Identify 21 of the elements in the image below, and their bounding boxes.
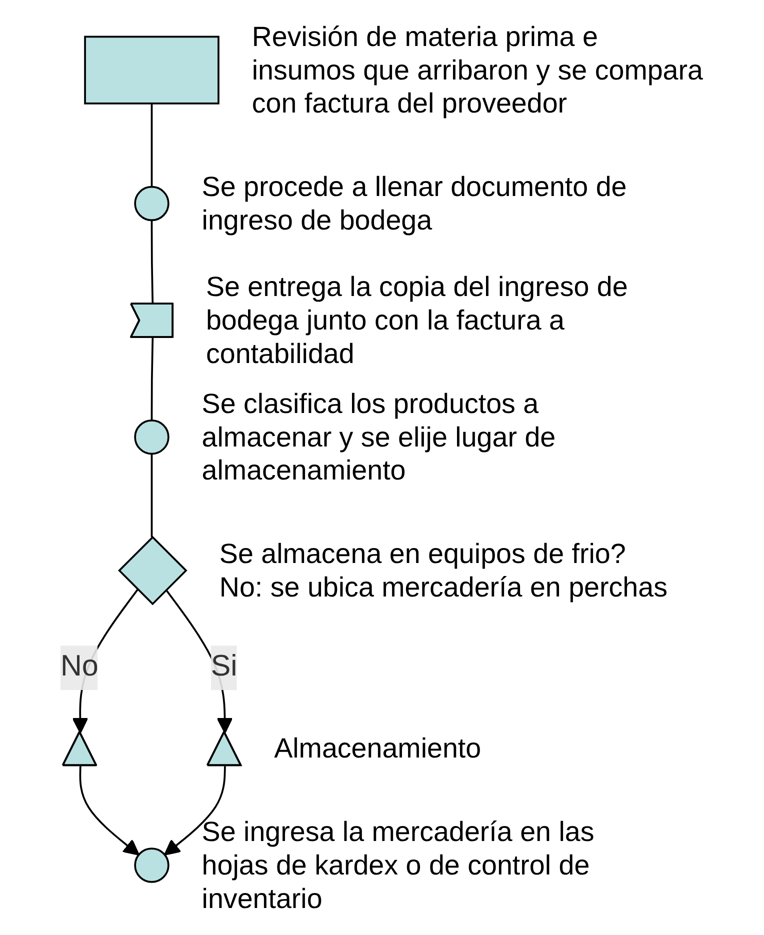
connector xyxy=(150,102,153,186)
arrow xyxy=(79,766,140,855)
arrow-symbol xyxy=(130,302,174,338)
step-description: Se clasifica los productos a almacenar y se elije lugar de almacenamiento xyxy=(202,388,556,486)
step-description: Se procede a llenar documento de ingreso de bodega xyxy=(202,170,627,235)
arrow xyxy=(164,766,226,855)
step-description: Se entrega la copia del ingreso de bodega junto con la factura a contabilidad xyxy=(206,270,628,368)
connector xyxy=(150,337,154,420)
diamond-symbol xyxy=(118,535,188,605)
circle-symbol xyxy=(134,847,170,882)
step-description: Revisión de materia prima e insumos que arribaron y se compara con factura del proveedor xyxy=(252,20,703,118)
connector xyxy=(150,220,154,304)
connector xyxy=(150,453,153,537)
box-symbol xyxy=(84,35,220,104)
circle-symbol xyxy=(134,418,170,454)
step-description: Almacenamiento xyxy=(274,732,482,764)
triangle-symbol xyxy=(62,730,98,766)
triangle-symbol xyxy=(206,730,242,766)
step-description: Se ingresa la mercadería en las hojas de kardex o de control de inventario xyxy=(202,816,594,914)
circle-symbol xyxy=(134,185,170,221)
step-description: Se almacena en equipos de frio? No: se ubica mercadería en perchas xyxy=(219,538,668,602)
